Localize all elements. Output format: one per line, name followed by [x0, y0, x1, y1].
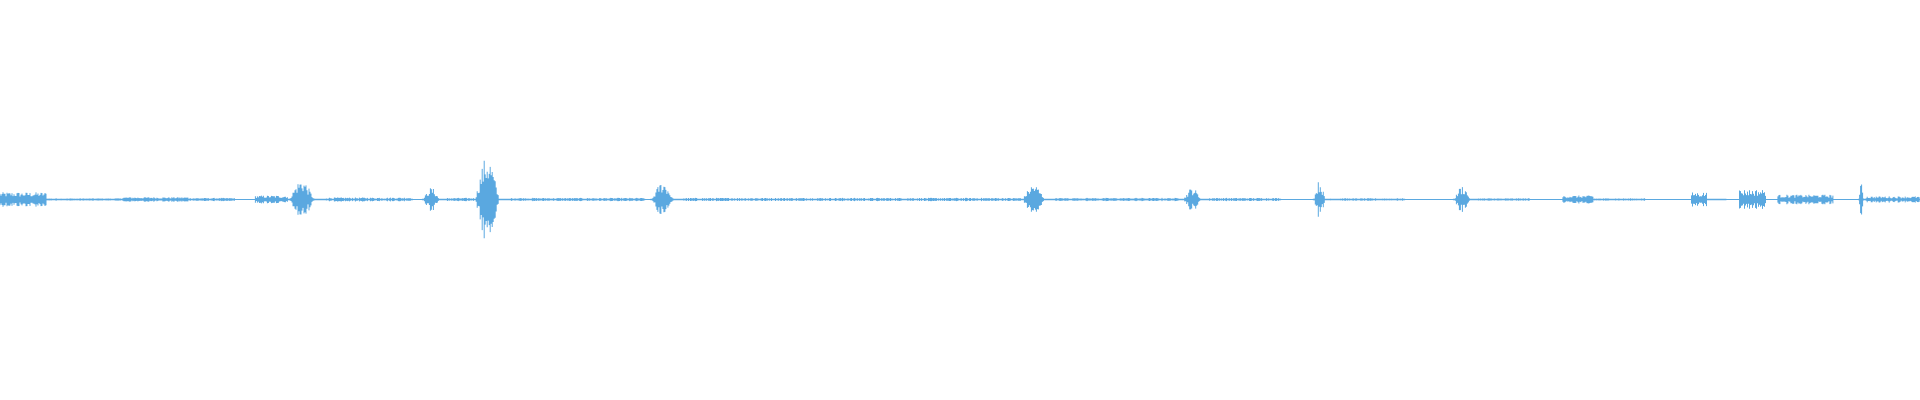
waveform-segment-16 [1182, 189, 1210, 210]
waveform-segment-12 [650, 185, 684, 214]
waveform-segment-4 [187, 197, 235, 202]
waveform-segment-8 [421, 188, 447, 211]
waveform-segment-13 [683, 197, 1021, 202]
waveform-segment-14 [1020, 187, 1056, 212]
waveform-segment-17 [1209, 197, 1282, 202]
waveform-segment-27 [1777, 194, 1834, 205]
waveform-segment-19 [1330, 198, 1406, 201]
waveform-segment-1 [0, 192, 47, 207]
waveform-segment-2 [45, 198, 123, 201]
waveform-segment-29 [1865, 196, 1920, 203]
waveform-segment-21 [1477, 198, 1530, 201]
waveform-segment-20 [1452, 187, 1478, 212]
waveform-segment-18 [1312, 182, 1331, 217]
waveform-segment-5 [254, 195, 288, 204]
waveform-segment-7 [325, 197, 413, 202]
waveform-segment-28 [1858, 184, 1867, 215]
waveform-segment-26 [1739, 190, 1766, 209]
waveform-segment-22 [1562, 195, 1594, 204]
waveform-segment-15 [1055, 197, 1183, 202]
waveform-segment-24 [1691, 192, 1707, 207]
waveform-segment-10 [473, 160, 511, 239]
waveform-segment-3 [122, 197, 189, 202]
waveform-segment-9 [446, 197, 474, 202]
waveform-segment-11 [510, 197, 646, 202]
waveform-segments [0, 160, 1920, 239]
waveform-segment-6 [287, 184, 327, 215]
waveform-segment-25 [1706, 198, 1727, 201]
waveform-segment-23 [1593, 198, 1646, 201]
